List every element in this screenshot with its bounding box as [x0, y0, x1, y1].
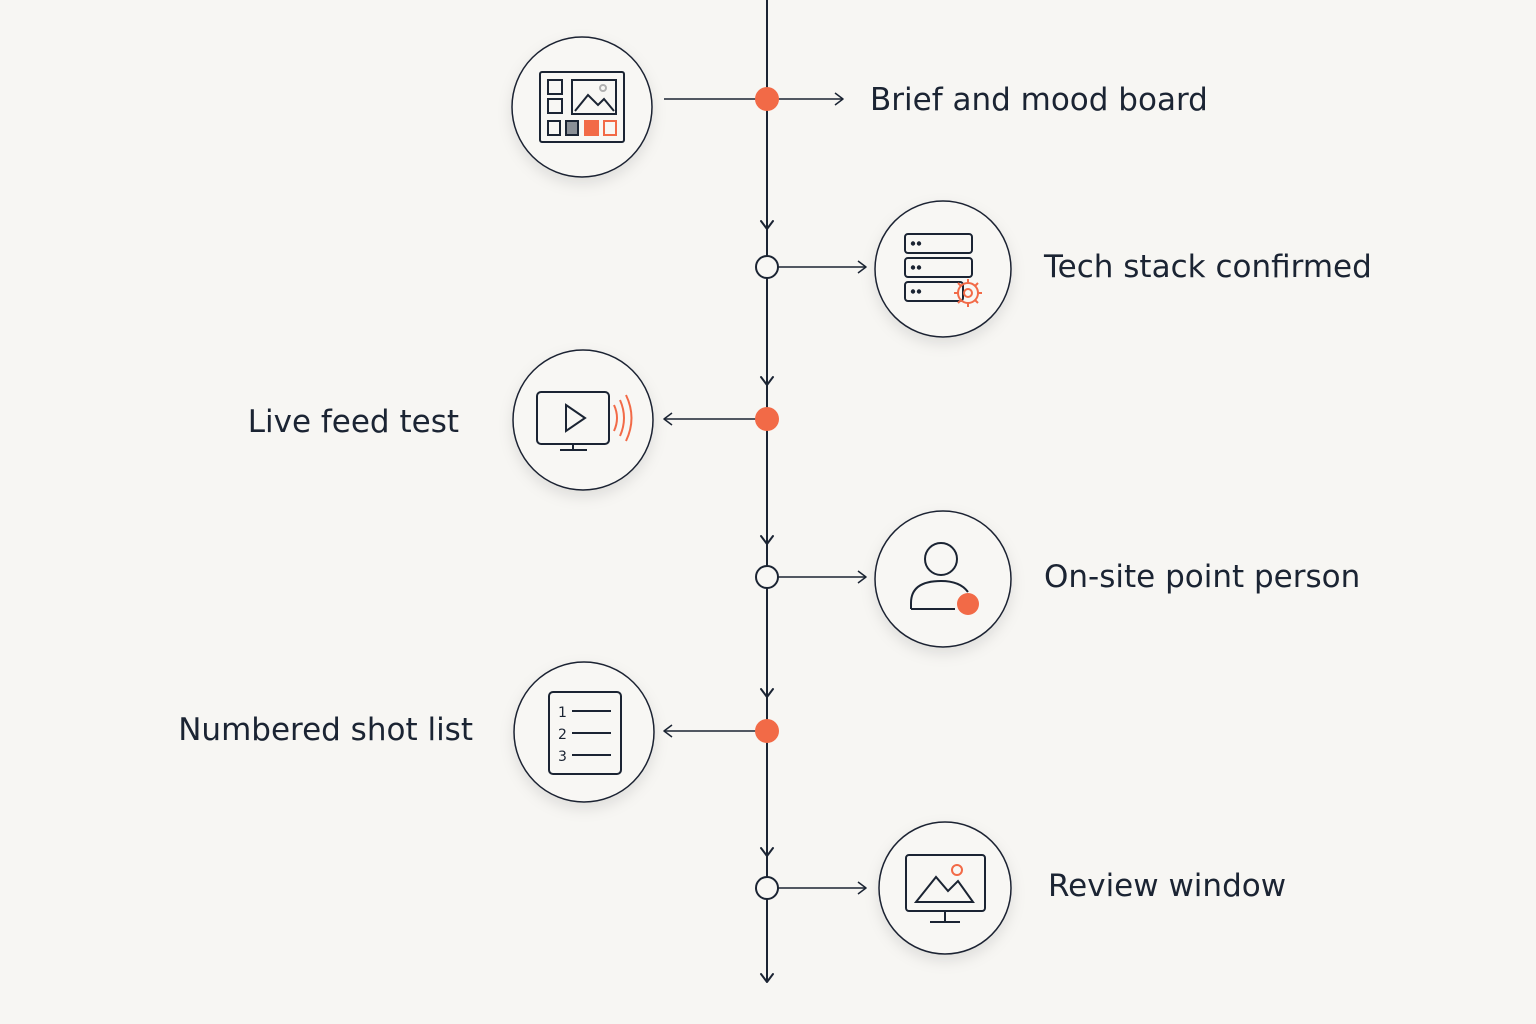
server-settings-icon [904, 233, 982, 307]
step-on-site-point-person: On-site point person [755, 510, 1360, 648]
icon-badge [874, 200, 1012, 338]
step-live-feed-test: Live feed test [248, 349, 779, 491]
timeline-spine [760, 0, 774, 983]
mood-board-icon [539, 71, 625, 143]
step-brief-mood-board: Brief and mood board [511, 36, 1208, 178]
connector-arrow-icon [663, 724, 673, 738]
milestone-marker-hollow [755, 876, 779, 900]
step-label: Numbered shot list [178, 712, 473, 748]
step-label: Review window [1048, 868, 1286, 904]
spine-arrow-icon [760, 973, 774, 983]
step-label: Tech stack confirmed [1043, 249, 1372, 285]
numbered-list-icon: 1 2 3 [548, 691, 622, 775]
spine-arrow-icon [760, 847, 774, 857]
milestone-marker-filled [755, 719, 779, 743]
connector-arrow-icon [834, 92, 844, 106]
milestone-marker-filled [755, 87, 779, 111]
spine-arrow-icon [760, 688, 774, 698]
list-number: 2 [558, 727, 567, 743]
step-label: Brief and mood board [870, 82, 1208, 118]
connector-arrow-icon [857, 881, 867, 895]
milestone-marker-filled [755, 407, 779, 431]
step-label: Live feed test [248, 404, 459, 440]
live-stream-monitor-icon [536, 391, 633, 451]
step-review-window: Review window [755, 821, 1286, 955]
step-tech-stack: Tech stack confirmed [755, 200, 1372, 338]
spine-arrow-icon [760, 220, 774, 230]
milestone-marker-hollow [755, 565, 779, 589]
person-icon [910, 542, 979, 615]
connector-arrow-icon [663, 412, 673, 426]
step-label: On-site point person [1044, 559, 1360, 595]
gear-icon [954, 279, 982, 307]
list-number: 1 [558, 705, 567, 721]
spine-arrow-icon [760, 376, 774, 386]
list-number: 3 [558, 749, 567, 765]
status-dot-icon [957, 593, 979, 615]
icon-badge [511, 36, 653, 178]
connector-arrow-icon [857, 570, 867, 584]
step-numbered-shot-list: 1 2 3 Numbered shot list [178, 661, 779, 803]
milestone-marker-hollow [755, 255, 779, 279]
icon-badge [874, 510, 1012, 648]
spine-arrow-icon [760, 535, 774, 545]
connector-arrow-icon [857, 260, 867, 274]
image-monitor-icon [905, 854, 986, 923]
